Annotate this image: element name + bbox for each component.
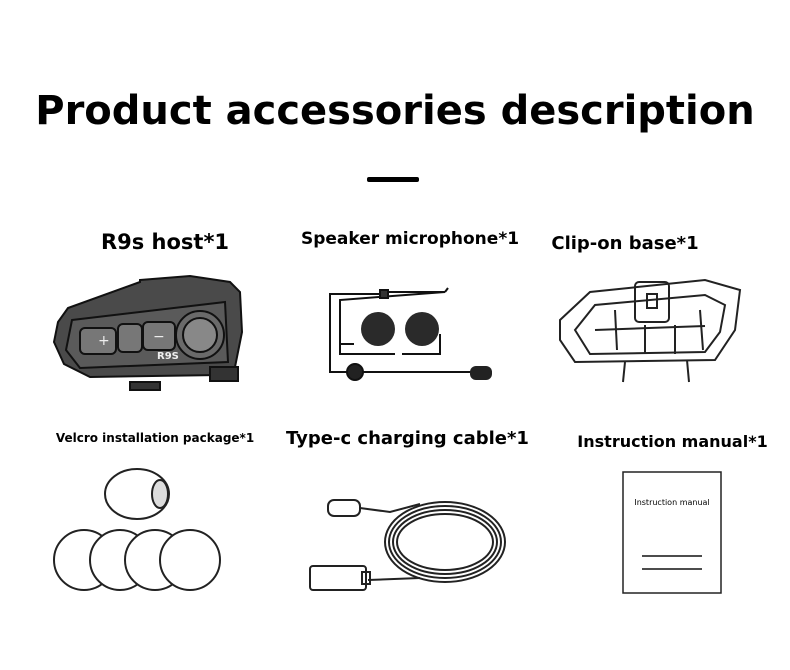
clip-base-icon — [559, 278, 742, 383]
label-clip-base: Clip-on base*1 — [551, 233, 699, 254]
label-instruction-manual: Instruction manual*1 — [577, 432, 768, 451]
manual-booklet-icon — [622, 471, 722, 594]
manual-cover-text: Instruction manual — [634, 498, 710, 507]
label-velcro-package: Velcro installation package*1 — [55, 431, 255, 445]
velcro-pads-icon — [53, 468, 221, 591]
svg-text:+: + — [98, 333, 110, 349]
title-divider — [367, 177, 419, 182]
svg-text:−: − — [153, 329, 165, 345]
host-model-text: R9S — [157, 351, 179, 362]
page-title: Product accessories description — [35, 88, 755, 134]
label-speaker-microphone: Speaker microphone*1 — [300, 229, 520, 249]
usb-cable-icon — [309, 499, 506, 591]
bluetooth-headset-icon: + − — [52, 274, 244, 391]
speaker-microphone-icon — [329, 287, 492, 381]
label-r9s-host: R9s host*1 — [100, 230, 230, 254]
label-charging-cable: Type-c charging cable*1 — [286, 428, 529, 449]
